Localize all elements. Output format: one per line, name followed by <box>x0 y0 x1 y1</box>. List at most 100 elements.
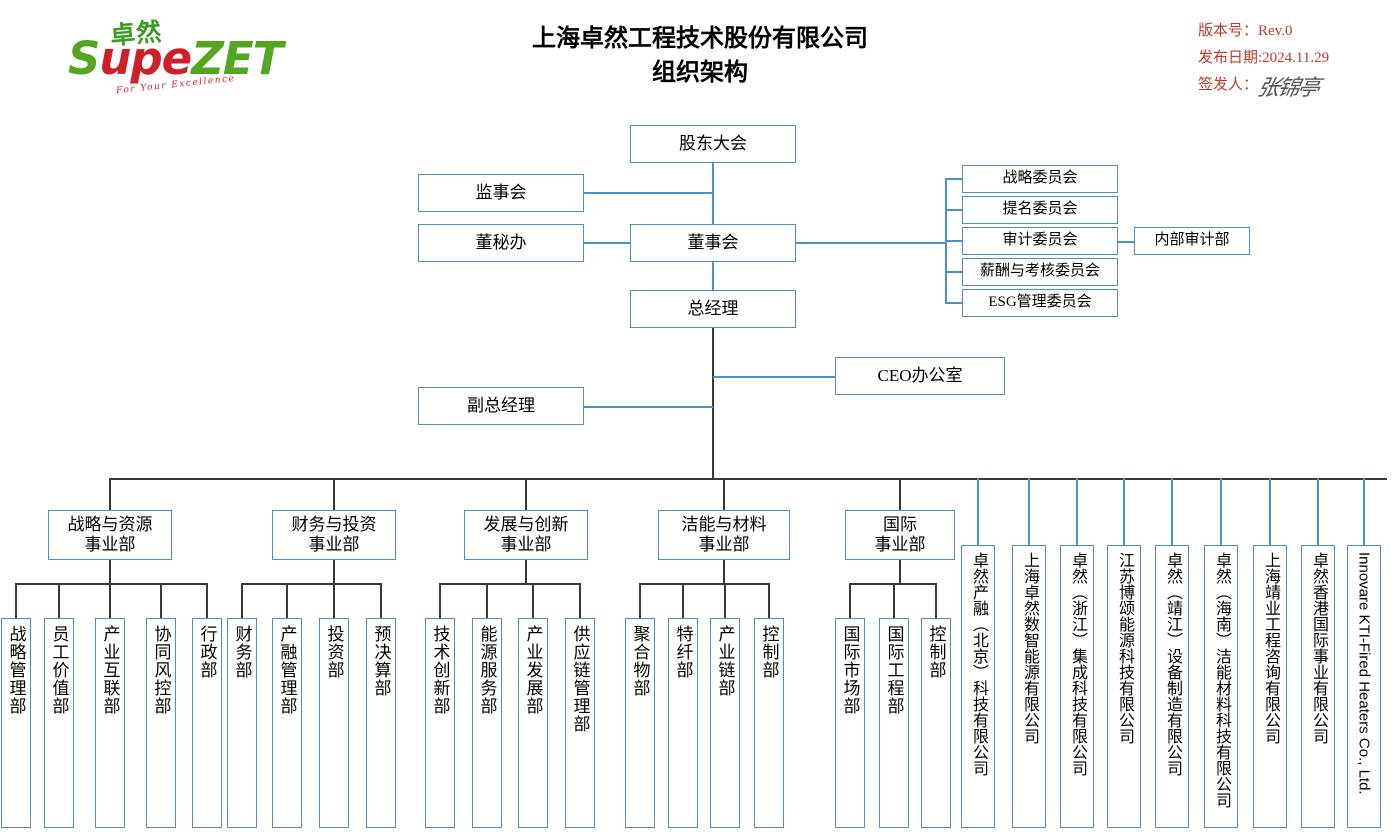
department-2-2[interactable]: 产融管理部 <box>272 618 302 828</box>
connector-department-5-1 <box>849 583 851 618</box>
division-5-line1: 国际 <box>883 515 917 535</box>
main-horizontal-bus <box>110 478 1387 480</box>
subsidiary-7[interactable]: 上海靖业工程咨询有限公司 <box>1253 545 1287 828</box>
connector-department-1-5 <box>206 583 208 618</box>
node-board-of-directors[interactable]: 董事会 <box>630 224 796 262</box>
division-4-line2: 事业部 <box>698 535 750 554</box>
division-3-line1: 发展与创新 <box>483 515 569 535</box>
connector-gm-spine <box>712 328 714 478</box>
subsidiary-6-label: 卓然（海南）洁能材料科技有限公司 <box>1213 552 1230 808</box>
department-4-1[interactable]: 聚合物部 <box>625 618 655 828</box>
department-3-3-label: 产业发展部 <box>523 625 543 715</box>
page-title-line2: 组织架构 <box>652 60 748 86</box>
division-1[interactable]: 战略与资源事业部 <box>48 510 172 560</box>
department-3-1[interactable]: 技术创新部 <box>425 618 455 828</box>
connector-committee-4 <box>945 271 962 273</box>
department-1-3[interactable]: 产业互联部 <box>95 618 125 828</box>
connector-department-4-4 <box>768 583 770 618</box>
subsidiary-3-label: 卓然（浙江）集成科技有限公司 <box>1069 552 1086 776</box>
committee-5[interactable]: ESG管理委员会 <box>962 289 1118 317</box>
subsidiary-4[interactable]: 江苏博颂能源科技有限公司 <box>1107 545 1141 828</box>
subsidiary-9-label: Innovare KTI-Fired Heaters Co., Ltd. <box>1355 552 1373 795</box>
subsidiary-5-label: 卓然（靖江）设备制造有限公司 <box>1164 552 1181 776</box>
connector-department-2-2 <box>286 583 288 618</box>
page-title-line1: 上海卓然工程技术股份有限公司 <box>532 26 868 52</box>
department-3-3[interactable]: 产业发展部 <box>518 618 548 828</box>
connector-department-4-1 <box>639 583 641 618</box>
department-1-2[interactable]: 员工价值部 <box>44 618 74 828</box>
connector-audit-to-internal-audit <box>1118 241 1134 243</box>
node-shareholders-meeting[interactable]: 股东大会 <box>630 125 796 163</box>
connector-board-to-committee-bus <box>796 242 946 244</box>
issuer-row: 签发人：张锦亭 <box>1198 72 1329 101</box>
division-1-line1: 战略与资源 <box>67 515 153 535</box>
department-5-1-label: 国际市场部 <box>840 625 860 715</box>
logo-wordmark: SupeZET <box>68 32 283 85</box>
department-4-4-label: 控制部 <box>759 625 779 679</box>
connector-division-3-bus <box>440 583 580 585</box>
connector-bus-to-subsidiary-9 <box>1363 478 1365 545</box>
version-label: 版本号：Rev.0 <box>1198 23 1293 39</box>
division-3[interactable]: 发展与创新事业部 <box>464 510 588 560</box>
connector-division-2-bus <box>242 583 381 585</box>
connector-committee-5 <box>945 302 962 304</box>
department-2-1[interactable]: 财务部 <box>227 618 257 828</box>
department-4-1-label: 聚合物部 <box>630 625 650 697</box>
document-meta: 版本号：Rev.0 发布日期:2024.11.29 签发人：张锦亭 <box>1198 18 1329 101</box>
department-4-3[interactable]: 产业链部 <box>710 618 740 828</box>
node-ceo-office[interactable]: CEO办公室 <box>835 357 1005 395</box>
division-5-line2: 事业部 <box>874 535 926 554</box>
department-4-2[interactable]: 特纤部 <box>668 618 698 828</box>
department-2-3[interactable]: 投资部 <box>319 618 349 828</box>
department-5-2-label: 国际工程部 <box>884 625 904 715</box>
subsidiary-4-label: 江苏博颂能源科技有限公司 <box>1116 552 1133 744</box>
subsidiary-5[interactable]: 卓然（靖江）设备制造有限公司 <box>1155 545 1189 828</box>
subsidiary-8[interactable]: 卓然香港国际事业有限公司 <box>1301 545 1335 828</box>
company-logo: 卓然 SupeZET For Your Excellence <box>68 14 283 100</box>
subsidiary-7-label: 上海靖业工程咨询有限公司 <box>1262 552 1279 744</box>
department-5-2[interactable]: 国际工程部 <box>879 618 909 828</box>
division-4[interactable]: 洁能与材料事业部 <box>658 510 790 560</box>
subsidiary-6[interactable]: 卓然（海南）洁能材料科技有限公司 <box>1204 545 1238 828</box>
department-4-3-label: 产业链部 <box>715 625 735 697</box>
department-3-4[interactable]: 供应链管理部 <box>565 618 595 828</box>
connector-division-4-stem <box>723 560 725 583</box>
department-3-2[interactable]: 能源服务部 <box>472 618 502 828</box>
department-4-2-label: 特纤部 <box>673 625 693 679</box>
connector-department-2-3 <box>333 583 335 618</box>
connector-bus-to-division-2 <box>333 478 335 510</box>
subsidiary-3[interactable]: 卓然（浙江）集成科技有限公司 <box>1060 545 1094 828</box>
connector-division-2-stem <box>333 560 335 583</box>
subsidiary-2[interactable]: 上海卓然数智能源有限公司 <box>1012 545 1046 828</box>
connector-committee-3 <box>945 240 962 242</box>
node-board-secretary-office[interactable]: 董秘办 <box>418 224 584 262</box>
connector-bus-to-subsidiary-3 <box>1076 478 1078 545</box>
department-2-4[interactable]: 预决算部 <box>366 618 396 828</box>
release-date-label: 发布日期:2024.11.29 <box>1198 50 1330 66</box>
division-5[interactable]: 国际事业部 <box>845 510 955 560</box>
committee-3[interactable]: 审计委员会 <box>962 227 1118 255</box>
department-1-4[interactable]: 协同风控部 <box>146 618 176 828</box>
committee-2[interactable]: 提名委员会 <box>962 196 1118 224</box>
connector-department-3-1 <box>439 583 441 618</box>
division-2[interactable]: 财务与投资事业部 <box>272 510 396 560</box>
committee-4[interactable]: 薪酬与考核委员会 <box>962 258 1118 286</box>
connector-bus-to-subsidiary-4 <box>1123 478 1125 545</box>
connector-spine-to-ceo-office <box>713 376 835 378</box>
connector-division-4-bus <box>640 583 769 585</box>
node-supervisory-board[interactable]: 监事会 <box>418 174 584 212</box>
connector-shareholders-to-board <box>712 163 714 224</box>
department-5-1[interactable]: 国际市场部 <box>835 618 865 828</box>
department-1-1[interactable]: 战略管理部 <box>1 618 31 828</box>
connector-division-1-stem <box>109 560 111 583</box>
node-deputy-general-manager[interactable]: 副总经理 <box>418 387 584 425</box>
department-1-2-label: 员工价值部 <box>49 625 69 715</box>
node-internal-audit-department[interactable]: 内部审计部 <box>1134 227 1250 255</box>
committee-1[interactable]: 战略委员会 <box>962 165 1118 193</box>
node-general-manager[interactable]: 总经理 <box>630 290 796 328</box>
subsidiary-1[interactable]: 卓然产融（北京）科技有限公司 <box>961 545 995 828</box>
department-1-5[interactable]: 行政部 <box>192 618 222 828</box>
department-5-3[interactable]: 控制部 <box>921 618 951 828</box>
department-4-4[interactable]: 控制部 <box>754 618 784 828</box>
subsidiary-9[interactable]: Innovare KTI-Fired Heaters Co., Ltd. <box>1347 545 1381 828</box>
